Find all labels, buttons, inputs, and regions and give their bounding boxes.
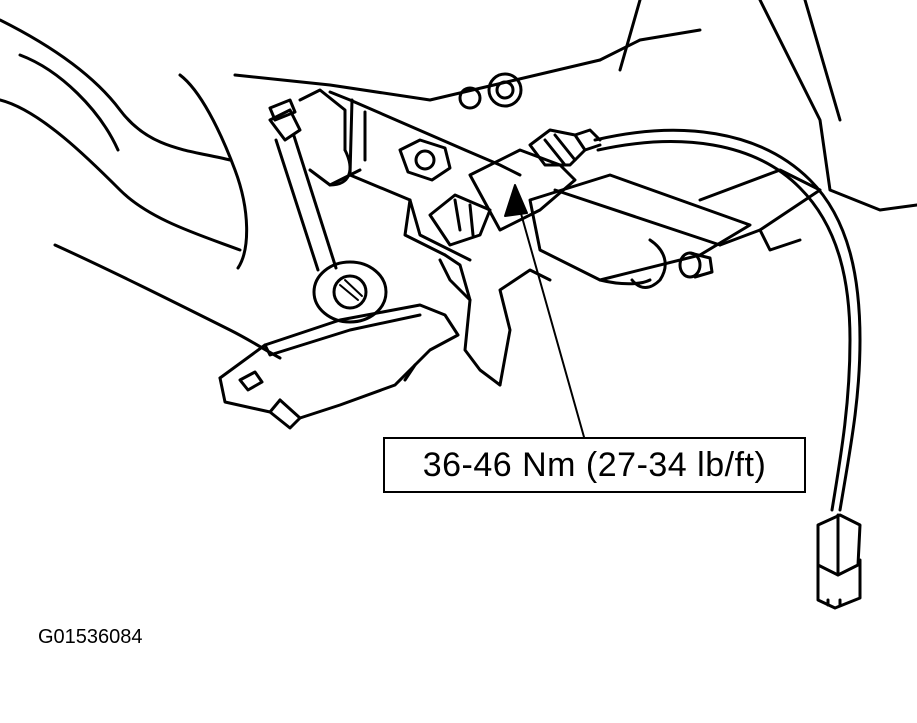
harness-connector: [816, 513, 862, 610]
bracket-bolt: [398, 138, 452, 182]
lever-arm-plate: [218, 303, 460, 430]
sensor-body: [468, 148, 822, 289]
sensor-wire-fitting: [528, 128, 602, 167]
callout-leader: [504, 184, 585, 438]
sensor-connector-boss: [428, 193, 492, 247]
torque-spec-callout: 36-46 Nm (27-34 lb/ft): [383, 437, 806, 493]
background-body-outline: [0, 18, 282, 360]
linkage-rod: [268, 88, 362, 272]
engine-block-outline: [233, 0, 917, 212]
mounting-bracket: [328, 90, 552, 387]
wire-harness: [593, 128, 862, 512]
torque-spec-label: 36-46 Nm (27-34 lb/ft): [422, 445, 767, 484]
figure-id: G01536084: [38, 626, 143, 648]
ball-joint-eye: [312, 260, 388, 324]
